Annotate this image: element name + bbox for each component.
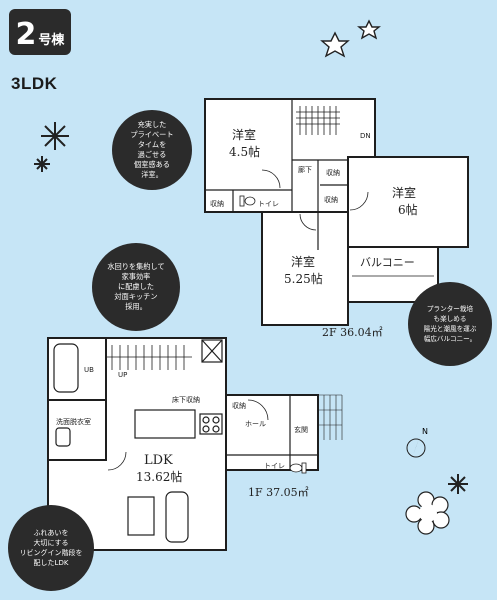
unit-number: 2 [15,17,37,52]
callout-balcony: プランター栽培 も楽しめる 陽光と潮風を運ぶ 幅広バルコニー。 [408,282,492,366]
room-western-b-name: 洋室 [392,185,416,200]
stairs-dn-label: DN [360,132,371,140]
unit-badge: 2 号棟 [9,9,71,55]
toilet-icon [239,195,256,207]
stairs-up-label: UP [118,371,127,379]
room-western-b-size: 6帖 [398,202,418,217]
compass-icon: N [406,427,428,458]
sparkle-icon [34,122,468,494]
hallway-label: 廊下 [298,165,312,174]
ub-label: UB [84,366,94,374]
unit-suffix: 号棟 [38,33,65,48]
callout-private: 充実した プライベート タイムを 過ごせる 個室感ある 洋室。 [112,110,192,190]
callout-kitchen: 水回りを集約して 家事効率 に配慮した 対面キッチン 採用。 [92,243,180,331]
washroom-label: 洗面脱衣室 [56,417,91,426]
floor1-area-label: 1F 37.05㎡ [248,486,309,499]
room-western-a-name: 洋室 [232,127,256,142]
room-western-c-size: 5.25帖 [284,271,323,286]
ldk-size: 13.62帖 [136,469,182,484]
toilet-label-1f: トイレ [264,462,285,470]
callout-living: ふれあいを 大切にする リビングイン階段を 配したLDK [8,505,94,591]
layout-type: 3LDK [11,74,58,93]
star-icon [320,19,381,58]
balcony-label: バルコニー [360,256,415,269]
storage-label-1f: 収納 [232,401,246,410]
storage-label-1: 収納 [210,199,224,208]
storage-label-3: 収納 [324,195,338,204]
hall-label: ホール [245,420,266,428]
entrance-label: 玄関 [294,425,308,434]
compass-north-label: N [422,427,428,436]
floor2-area-label: 2F 36.04㎡ [322,326,383,339]
storage-label-2: 収納 [326,168,340,177]
room-western-a-size: 4.5帖 [229,144,260,159]
toilet-icon [289,462,307,474]
floor-storage-label: 床下収納 [172,395,200,404]
room-western-c-name: 洋室 [291,254,315,269]
toilet-label-2f: トイレ [258,200,279,208]
flower-icon [405,491,450,535]
ldk-name: LDK [144,453,173,468]
floor2-plan [204,98,469,326]
